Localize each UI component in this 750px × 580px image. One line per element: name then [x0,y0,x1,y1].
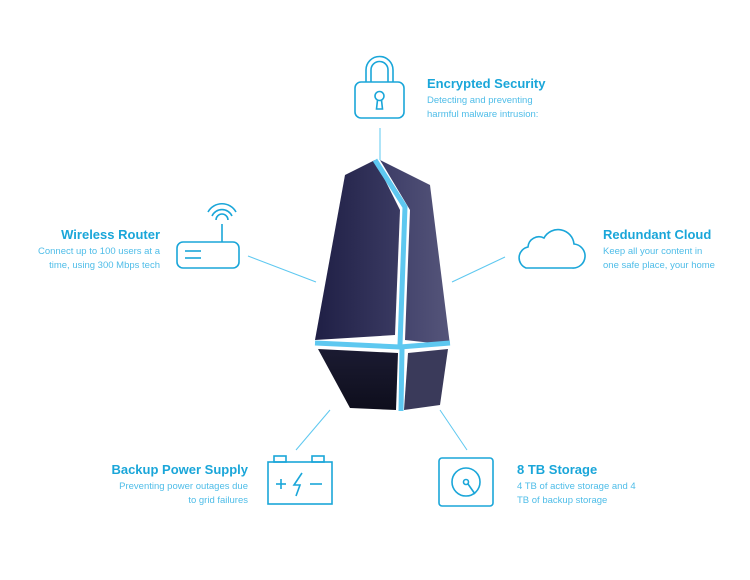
feature-power-desc-2: to grid failures [188,495,248,506]
feature-cloud-title: Redundant Cloud [603,227,712,242]
feature-storage-desc-1: 4 TB of active storage and 4 [517,481,636,492]
feature-security-desc-2: harmful malware intrusion: [427,109,539,120]
connector-storage [439,409,468,451]
feature-router-desc-1: Connect up to 100 users at a [38,246,160,257]
feature-cloud: Redundant Cloud Keep all your content in… [603,227,743,273]
feature-power: Backup Power Supply Preventing power out… [60,462,248,508]
lock-icon [354,55,405,119]
feature-power-desc-1: Preventing power outages due [119,481,248,492]
feature-router: Wireless Router Connect up to 100 users … [10,227,160,273]
feature-cloud-desc-2: one safe place, your home [603,260,715,271]
battery-icon [267,455,333,505]
connector-cloud [451,256,506,283]
connector-power [295,409,331,451]
feature-router-desc-2: time, using 300 Mbps tech [49,260,160,271]
feature-power-title: Backup Power Supply [111,462,248,477]
feature-storage-title: 8 TB Storage [517,462,598,477]
feature-security-title: Encrypted Security [427,76,546,91]
cloud-icon [518,228,586,269]
feature-storage: 8 TB Storage 4 TB of active storage and … [517,462,667,508]
feature-storage-desc-2: TB of backup storage [517,495,608,506]
feature-security-desc-1: Detecting and preventing [427,95,533,106]
feature-router-title: Wireless Router [61,227,160,242]
feature-security: Encrypted Security Detecting and prevent… [427,76,627,122]
router-icon [176,203,240,269]
device-illustration [314,158,451,412]
hard-drive-icon [438,457,494,507]
connector-router [247,255,317,283]
feature-cloud-desc-1: Keep all your content in [603,246,703,257]
